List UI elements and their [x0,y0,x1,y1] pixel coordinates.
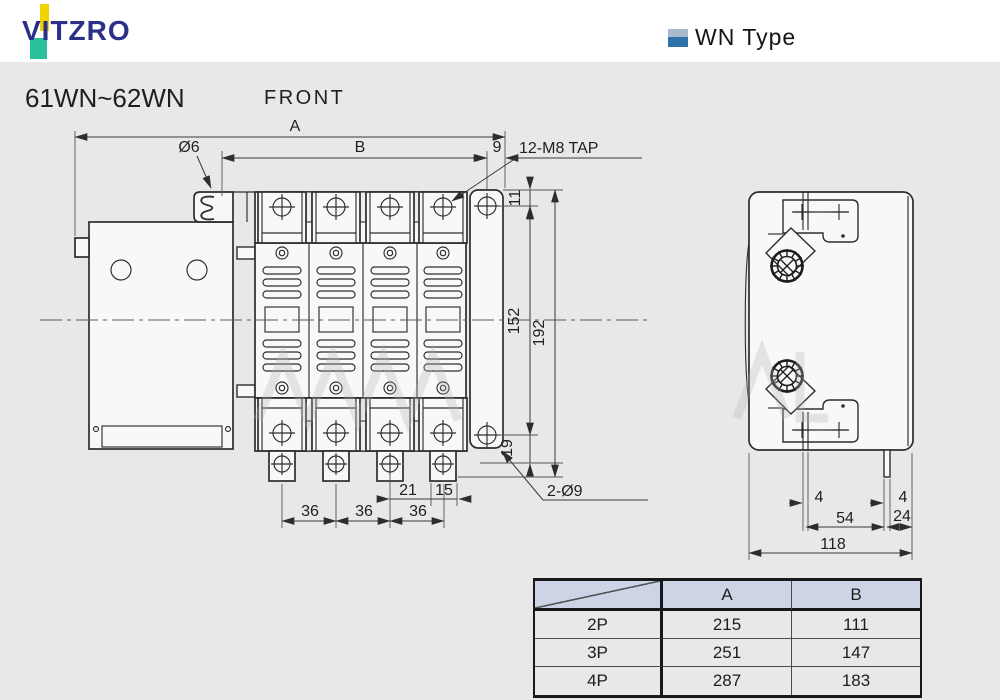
dim-36-label-2: 36 [355,503,373,520]
side-bottom-bracket [765,357,859,450]
spec-table: A B 2P 215 111 3P 251 147 4P 287 183 [533,578,922,698]
side-top-bracket [765,192,859,285]
side-view [732,191,914,478]
dim-192-label: 192 [531,320,548,347]
logo-teal-square-icon [30,38,47,59]
dim-b-label: B [355,139,366,156]
dim-54-label: 54 [836,510,854,527]
dim-4-left-label: 4 [815,489,824,506]
dim-15-label: 15 [435,482,453,499]
front-left-body [74,191,256,450]
front-view [40,189,650,481]
dim-a-label: A [290,118,301,135]
dim-4-right-label: 4 [899,489,908,506]
watermark-side [732,339,828,423]
table-header-a: A [663,581,792,611]
pole-block [254,191,467,481]
dim-dia9-label: 2-Ø9 [547,483,583,500]
bottom-pin [883,449,891,478]
dim-21-label: 21 [399,482,417,499]
logo-yellow-bar-icon [40,4,49,31]
side-dimensions: 4 4 54 24 118 [748,452,913,560]
table-value: 111 [792,611,920,639]
type-label-text: WN Type [695,24,797,50]
table-header-b: B [792,581,920,611]
vitzro-logo: VITZRO [22,0,222,62]
dim-24-label: 24 [893,508,911,525]
table-value: 215 [663,611,792,639]
table-row-label: 2P [535,611,663,639]
dim-36-label-3: 36 [409,503,427,520]
table-corner-cell [535,581,663,611]
type-label: WN Type [668,24,796,51]
table-value: 287 [663,667,792,695]
hook-feature [193,191,234,223]
top-bar: VITZRO WN Type [0,0,1000,62]
table-value: 147 [792,639,920,667]
dim-tap-label: 12-M8 TAP [519,140,598,157]
dim-19-label: 19 [499,439,516,457]
dim-152-label: 152 [506,308,523,335]
table-value: 183 [841,671,871,690]
view-title: FRONT [264,87,346,109]
table-row-label: 4P [535,667,663,695]
model-title: 61WN~62WN [25,83,185,113]
watermark [253,343,463,433]
front-dimensions: A B Ø6 9 12-M8 TAP 11 152 192 19 2-Ø9 21… [74,118,648,528]
logo-text: VITZRO [22,15,131,46]
table-row-label: 3P [535,639,663,667]
table-value: 251 [663,639,792,667]
dim-9-label: 9 [493,139,502,156]
dim-dia6-label: Ø6 [178,139,199,156]
dim-118-label: 118 [820,536,846,553]
type-bullet-icon [668,28,688,47]
dim-11-label: 11 [507,190,524,207]
dim-36-label-1: 36 [301,503,319,520]
end-plate [469,189,504,449]
